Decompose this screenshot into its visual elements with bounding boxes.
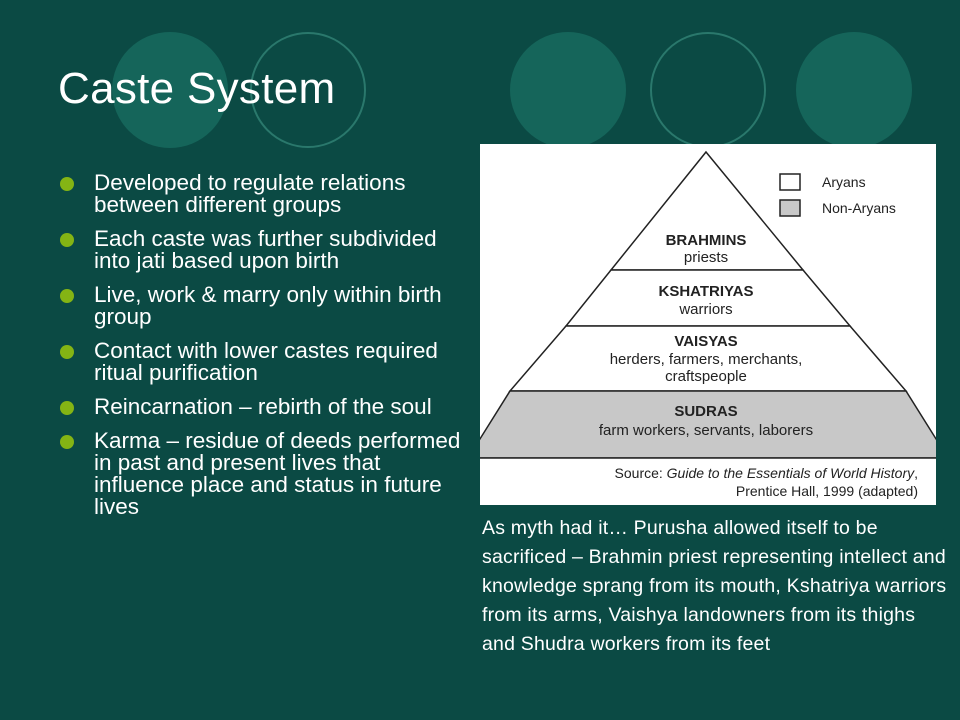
bullet-dot-icon xyxy=(60,401,74,415)
bullet-item: Contact with lower castes required ritua… xyxy=(58,338,472,385)
legend-swatch-non-aryans xyxy=(779,199,801,217)
bullet-item: Live, work & marry only within birth gro… xyxy=(58,282,472,329)
source-line-2: Prentice Hall, 1999 (adapted) xyxy=(736,483,918,499)
legend-swatch-aryans xyxy=(779,173,801,191)
bullet-text: Karma – residue of deeds performed in pa… xyxy=(94,428,461,519)
source-title-suffix: , xyxy=(914,465,918,481)
caste-pyramid-diagram: Aryans Non-Aryans BRAHMINS priests KSHAT… xyxy=(480,150,936,505)
slide-title: Caste System xyxy=(58,64,336,113)
bullet-text: Developed to regulate relations between … xyxy=(94,170,406,217)
decor-ring xyxy=(650,32,766,148)
bullet-text: Reincarnation – rebirth of the soul xyxy=(94,394,432,419)
tier-desc-vaisyas-line1: herders, farmers, merchants, xyxy=(610,351,803,368)
tier-name-sudras: SUDRAS xyxy=(674,403,737,420)
tier-name-brahmins: BRAHMINS xyxy=(666,232,747,249)
bullet-item: Developed to regulate relations between … xyxy=(58,170,472,217)
source-label: Source: xyxy=(615,465,667,481)
bullet-text: Each caste was further subdivided into j… xyxy=(94,226,437,273)
source-title: Guide to the Essentials of World History xyxy=(667,465,915,481)
decor-circle xyxy=(112,32,228,148)
tier-sudras xyxy=(480,390,936,459)
bullet-dot-icon xyxy=(60,177,74,191)
decor-ring xyxy=(250,32,366,148)
tier-name-kshatriyas: KSHATRIYAS xyxy=(658,283,753,300)
tier-desc-kshatriyas: warriors xyxy=(678,301,732,318)
bullet-text: Contact with lower castes required ritua… xyxy=(94,338,438,385)
myth-caption: As myth had it… Purusha allowed itself t… xyxy=(482,517,947,655)
decor-circle xyxy=(510,32,626,148)
tier-desc-vaisyas-line2: craftspeople xyxy=(665,368,747,385)
caste-pyramid-figure: Aryans Non-Aryans BRAHMINS priests KSHAT… xyxy=(480,144,936,505)
decor-circle xyxy=(796,32,912,148)
bullet-dot-icon xyxy=(60,345,74,359)
legend-label-non-aryans: Non-Aryans xyxy=(822,200,896,216)
legend-label-aryans: Aryans xyxy=(822,174,866,190)
bullet-item: Karma – residue of deeds performed in pa… xyxy=(58,428,472,519)
source-line-1: Source: Guide to the Essentials of World… xyxy=(615,465,918,481)
bullet-dot-icon xyxy=(60,233,74,247)
bullet-list: Developed to regulate relations between … xyxy=(58,170,472,530)
bullet-text: Live, work & marry only within birth gro… xyxy=(94,282,442,329)
bullet-item: Each caste was further subdivided into j… xyxy=(58,226,472,273)
bullet-item: Reincarnation – rebirth of the soul xyxy=(58,394,472,419)
tier-desc-sudras: farm workers, servants, laborers xyxy=(599,422,813,439)
bullet-dot-icon xyxy=(60,435,74,449)
tier-desc-brahmins: priests xyxy=(684,249,728,266)
tier-name-vaisyas: VAISYAS xyxy=(674,333,737,350)
source-area xyxy=(480,458,936,505)
bullet-dot-icon xyxy=(60,289,74,303)
